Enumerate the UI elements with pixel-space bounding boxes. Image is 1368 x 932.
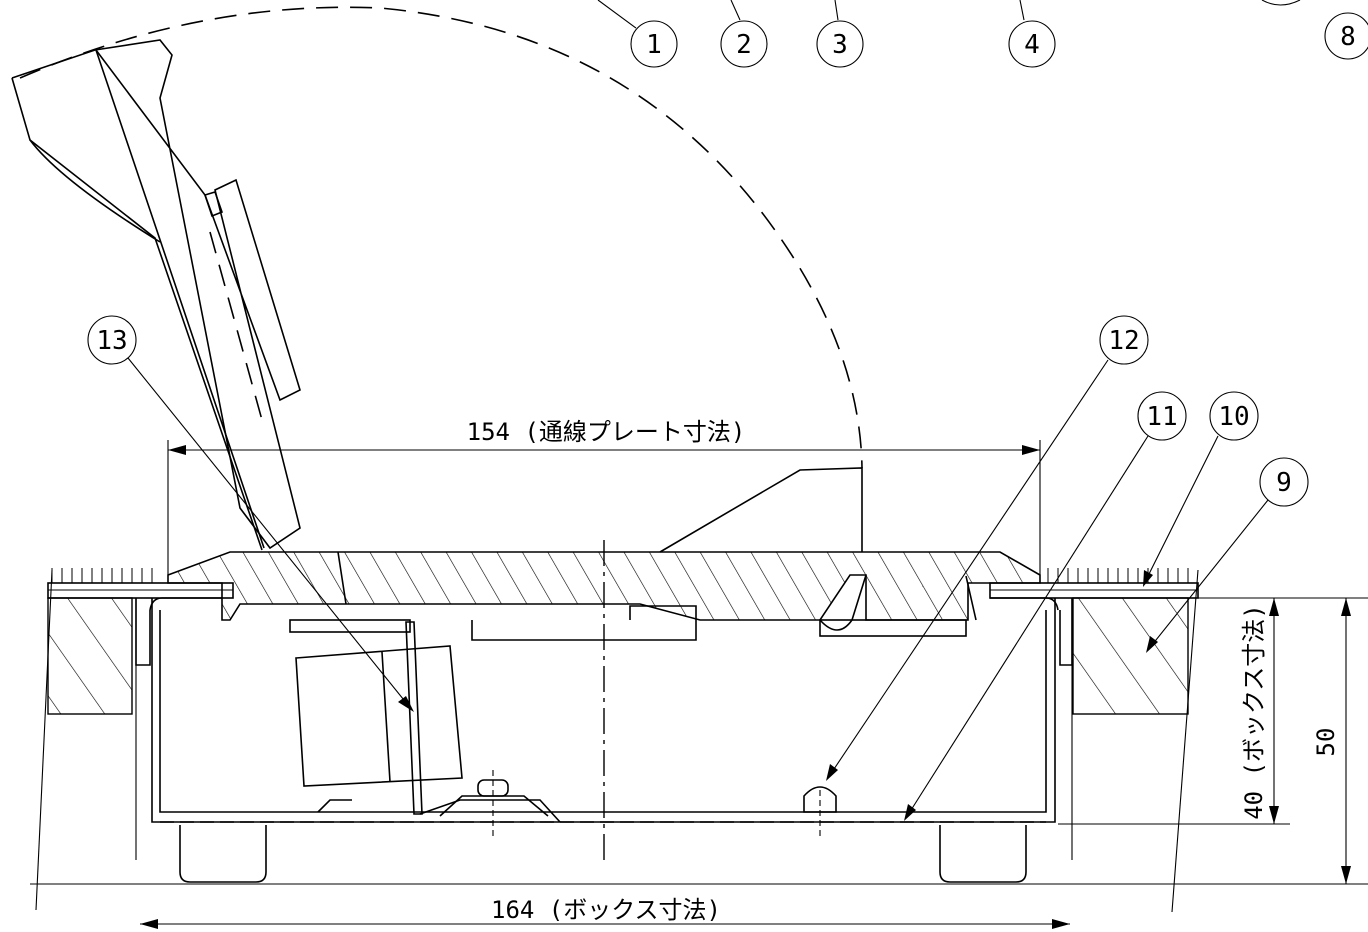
svg-text:11: 11 xyxy=(1146,402,1177,432)
total-height-label: 50 xyxy=(1312,728,1340,757)
plate-underside xyxy=(289,605,967,641)
inner-module xyxy=(295,621,837,840)
dim-verticals xyxy=(1058,597,1368,884)
box-depth-label: 40 (ボックス寸法) xyxy=(1240,604,1268,820)
balloon-8: 8 xyxy=(1324,12,1368,60)
balloon-9: 9 xyxy=(1259,457,1309,507)
svg-text:3: 3 xyxy=(832,30,848,60)
balloon-1: 1 xyxy=(630,20,678,68)
svg-text:4: 4 xyxy=(1024,30,1040,60)
wall-right xyxy=(989,582,1199,715)
balloon-13: 13 xyxy=(87,315,137,365)
balloon-4: 4 xyxy=(1008,20,1056,68)
wall-cut-lines xyxy=(35,569,1199,913)
opened-cover xyxy=(11,39,301,551)
svg-text:10: 10 xyxy=(1218,402,1249,432)
balloon-2: 2 xyxy=(720,20,768,68)
svg-text:13: 13 xyxy=(96,326,127,356)
balloon-3: 3 xyxy=(816,20,864,68)
svg-text:1: 1 xyxy=(646,30,662,60)
plate-width-label: 154 (通線プレート寸法) xyxy=(467,418,746,446)
svg-text:8: 8 xyxy=(1340,22,1356,52)
box-body xyxy=(135,597,1073,883)
balloon-7-partial xyxy=(1261,0,1301,6)
cover-swing-arc xyxy=(19,6,863,469)
svg-text:12: 12 xyxy=(1108,326,1139,356)
balloon-10: 10 xyxy=(1209,391,1259,441)
svg-text:9: 9 xyxy=(1276,468,1292,498)
top-leaders xyxy=(597,0,1025,29)
box-width-label: 164 (ボックス寸法) xyxy=(491,896,721,924)
dim-box-width xyxy=(30,883,1368,929)
balloon-12: 12 xyxy=(1099,315,1149,365)
leader-lines xyxy=(127,357,1269,821)
wall-left xyxy=(47,582,234,715)
balloon-11: 11 xyxy=(1137,391,1187,441)
svg-text:2: 2 xyxy=(736,30,752,60)
